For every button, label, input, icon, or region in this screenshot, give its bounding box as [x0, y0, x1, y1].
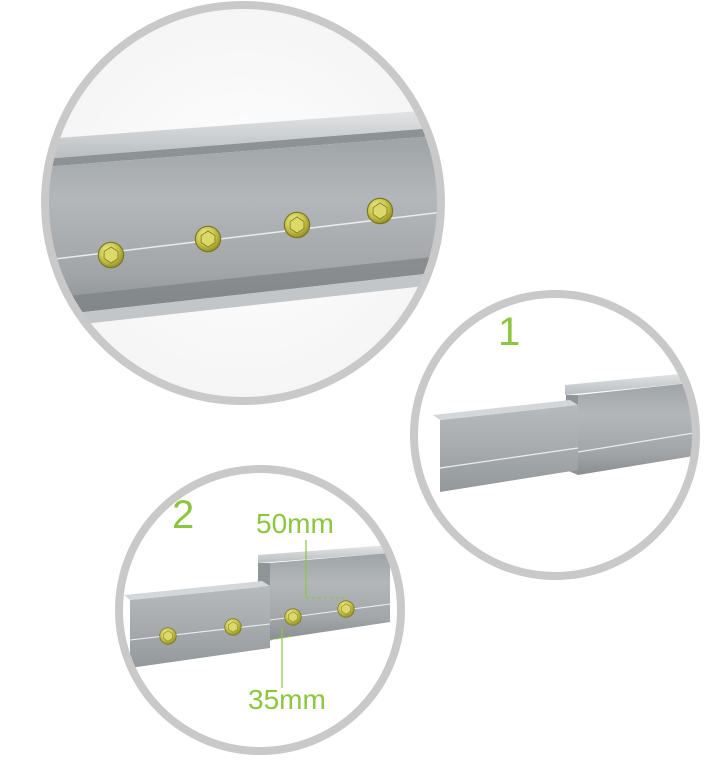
bolt-icon [159, 627, 177, 645]
bolt-icon [366, 197, 394, 225]
dimension-label-50mm: 50mm [256, 508, 334, 539]
dimension-label-35mm: 35mm [248, 684, 326, 715]
step-two-circle: 2 50mm 35mm [115, 465, 405, 755]
bolt-icon [283, 211, 311, 239]
bolt-icon [97, 241, 125, 269]
bolt-icon [337, 600, 355, 618]
step-two-number: 2 [172, 493, 194, 537]
step-one-circle: 1 [410, 290, 700, 580]
step-one-number: 1 [498, 310, 520, 354]
bolt-icon [284, 608, 302, 626]
bolt-icon [194, 225, 222, 253]
bolt-icon [224, 618, 242, 636]
detail-circle [41, 1, 445, 405]
